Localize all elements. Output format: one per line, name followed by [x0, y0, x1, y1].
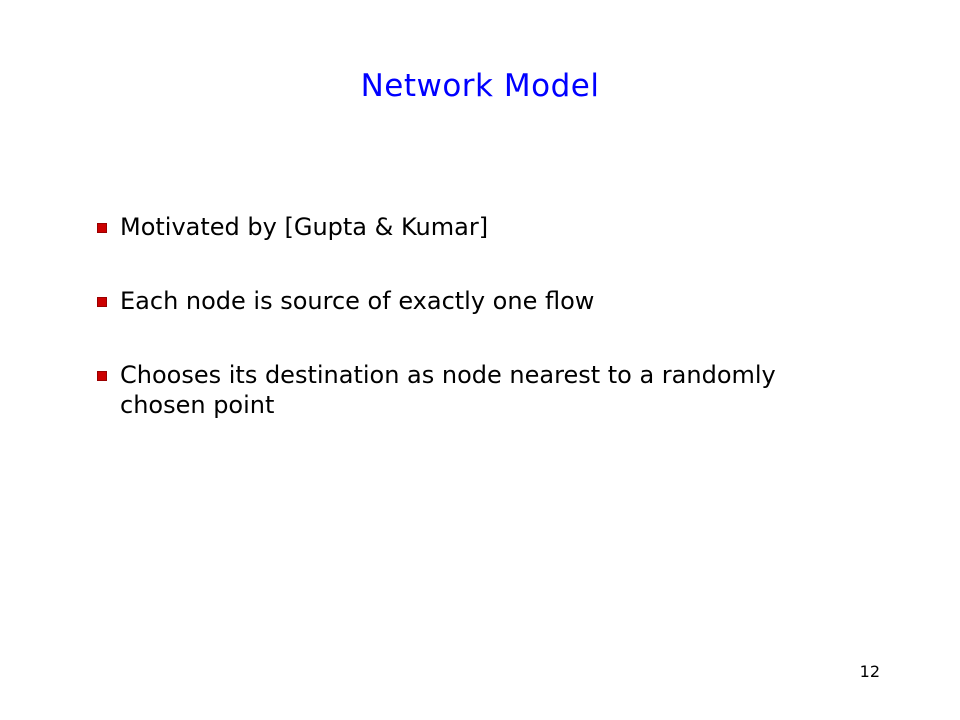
page-number: 12 — [859, 662, 880, 681]
bullet-item: Motivated by [Gupta & Kumar] — [94, 212, 834, 242]
bullet-item: Each node is source of exactly one flow — [94, 286, 834, 316]
bullet-text: Each node is source of exactly one flow — [120, 287, 595, 315]
bullet-list: Motivated by [Gupta & Kumar] Each node i… — [94, 212, 834, 464]
bullet-item: Chooses its destination as node nearest … — [94, 360, 834, 420]
square-bullet-icon — [97, 297, 107, 307]
square-bullet-icon — [97, 223, 107, 233]
square-bullet-icon — [97, 371, 107, 381]
bullet-text: Motivated by [Gupta & Kumar] — [120, 213, 489, 241]
bullet-text: Chooses its destination as node nearest … — [120, 361, 776, 419]
slide-title: Network Model — [360, 68, 600, 104]
